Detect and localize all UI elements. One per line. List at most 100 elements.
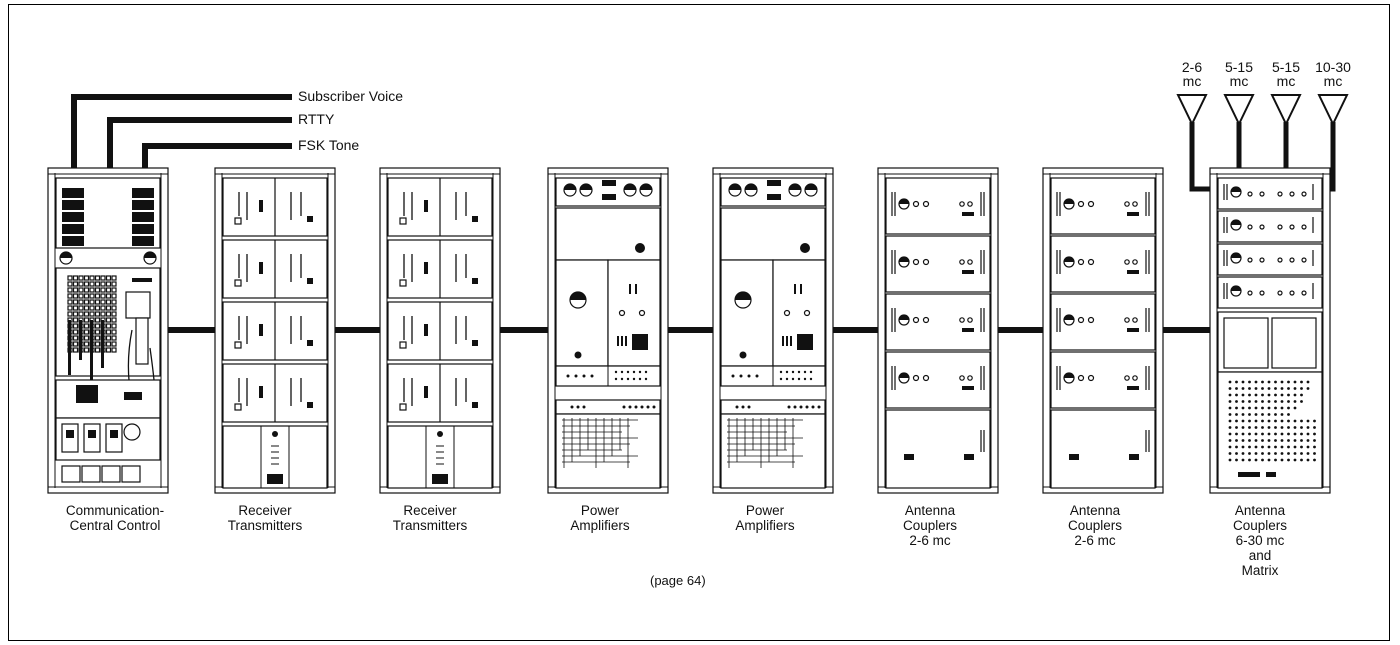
knob-icon <box>640 184 652 190</box>
key-cell <box>78 299 84 305</box>
signal-label-rtty: RTTY <box>298 111 335 127</box>
key-cell <box>83 287 90 293</box>
knob-icon <box>745 184 757 190</box>
antenna-icon <box>1270 94 1302 127</box>
antenna-feed-1 <box>1189 122 1215 192</box>
cabinet-label-power-amplifiers: Power Amplifiers <box>570 503 630 533</box>
matrix-dot <box>1248 380 1251 384</box>
knob-icon <box>1064 257 1074 262</box>
terminal-dot <box>791 370 795 374</box>
key-cell <box>83 311 90 317</box>
indicator-block <box>62 188 84 198</box>
key-cell <box>111 329 117 335</box>
matrix-dot <box>1261 458 1264 462</box>
knob-icon <box>1259 257 1265 263</box>
indicator-dot <box>800 243 810 253</box>
knob-icon <box>1124 201 1130 207</box>
key-cell <box>83 275 90 281</box>
matrix-dot <box>1261 432 1264 436</box>
matrix-dot <box>1306 445 1310 449</box>
indicator-block <box>1127 212 1139 216</box>
meter-window <box>1223 317 1269 369</box>
matrix-dot <box>1228 445 1232 449</box>
indicator-block <box>472 278 478 284</box>
knob-icon <box>1077 316 1085 324</box>
matrix-dot <box>1300 452 1303 455</box>
key-cell <box>83 281 90 287</box>
matrix-dot <box>1254 393 1258 397</box>
key-bar <box>90 320 93 382</box>
matrix-dot <box>1313 419 1316 423</box>
knob-icon <box>1277 257 1283 263</box>
indicator-dot <box>635 243 645 253</box>
indicator-block <box>62 212 84 222</box>
matrix-dot <box>1254 432 1258 436</box>
key-cell <box>105 329 112 335</box>
matrix-dot <box>1280 380 1284 384</box>
antenna-unit: mc <box>1276 73 1296 89</box>
terminal-dot <box>566 374 570 378</box>
indicator-block <box>424 262 428 274</box>
terminal-dot <box>787 405 791 409</box>
matrix-dot <box>1235 393 1238 397</box>
indicator-block <box>432 474 448 484</box>
matrix-dot <box>1235 458 1238 462</box>
knob-icon <box>1301 257 1307 263</box>
knob-icon <box>1124 317 1130 323</box>
knob-icon <box>967 375 973 381</box>
cabinet-label-antenna-couplers: Antenna Couplers 2-6 mc <box>902 503 958 548</box>
matrix-dot <box>1248 458 1251 462</box>
matrix-dot <box>1287 439 1290 442</box>
terminal-dot <box>632 377 636 381</box>
knob-icon <box>922 374 930 382</box>
key-cell <box>94 275 101 281</box>
signal-line-subscriber-voice <box>71 94 292 168</box>
matrix-dot <box>1235 419 1238 423</box>
antenna-icon <box>1223 94 1255 127</box>
matrix-dot <box>1267 458 1271 462</box>
knob-icon <box>1124 259 1130 265</box>
matrix-dot <box>1261 406 1264 410</box>
antenna-label-2: 5-15 mc <box>1215 60 1263 88</box>
key-cell <box>78 275 84 281</box>
terminal-dot <box>735 405 739 409</box>
matrix-dot <box>1261 387 1264 390</box>
key-cell <box>105 275 112 281</box>
terminal-dot <box>797 370 801 374</box>
indicator-block <box>124 392 142 400</box>
matrix-dot <box>1228 393 1232 397</box>
knob-icon <box>912 316 920 324</box>
key-cell <box>83 299 90 305</box>
knob-icon <box>60 252 72 258</box>
key-cell <box>100 299 106 305</box>
terminal-dot <box>739 374 743 378</box>
key-cell <box>83 305 90 311</box>
antenna-freq: 5-15 <box>1224 59 1254 75</box>
antenna-unit: mc <box>1323 73 1343 89</box>
key-cell <box>94 287 101 293</box>
key-cell <box>100 311 106 317</box>
key-cell <box>105 299 112 305</box>
key-cell <box>105 323 112 329</box>
indicator-block <box>132 188 154 198</box>
matrix-dot <box>1235 432 1238 436</box>
cabinet-label-central-control: Communication- Central Control <box>65 503 165 533</box>
knob-icon <box>1247 191 1253 197</box>
matrix-dot <box>1261 445 1264 449</box>
key-cell <box>111 299 117 305</box>
indicator-block <box>399 279 407 287</box>
matrix-dot <box>1280 387 1284 390</box>
matrix-dot <box>1241 419 1245 423</box>
knob-icon <box>1231 253 1241 258</box>
knob-icon <box>564 184 576 190</box>
knob-icon <box>624 184 636 190</box>
matrix-dot <box>1293 400 1297 403</box>
matrix-dot <box>1248 445 1251 449</box>
indicator-block <box>62 200 84 210</box>
matrix-dot <box>1293 387 1297 390</box>
terminal-dot <box>570 405 574 409</box>
matrix-dot <box>1280 426 1284 429</box>
matrix-dot <box>1274 445 1277 449</box>
key-cell <box>89 275 95 281</box>
